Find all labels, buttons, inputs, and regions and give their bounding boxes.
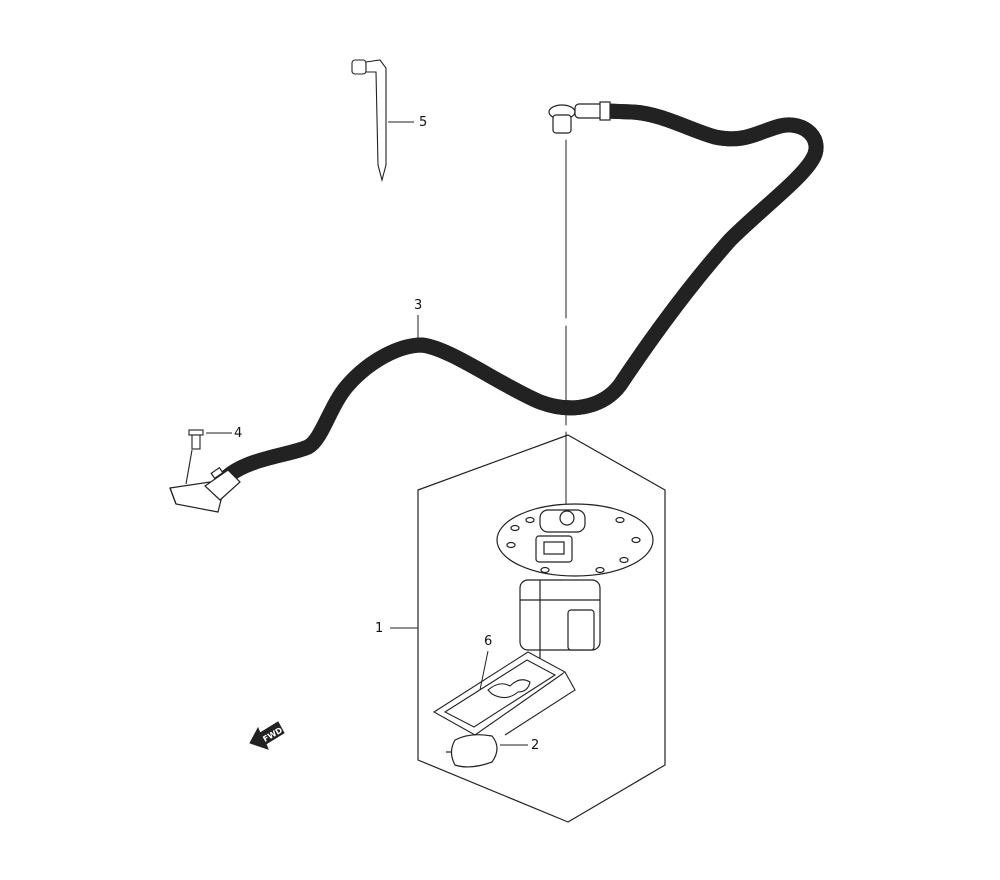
callout-6: 6 [484,634,493,649]
fuel-hose [220,103,816,484]
fwd-direction-icon: FWD [249,721,285,750]
callout-3: 3 [414,298,423,313]
callout-1: 1 [375,621,384,636]
bolt-part [185,429,204,485]
hose-connector-top [548,101,611,134]
callout-2: 2 [531,738,540,753]
callout-4: 4 [234,426,243,441]
assembly-boundary [417,434,666,823]
leader-lines [206,121,528,746]
callout-5: 5 [419,115,428,130]
filter-part [432,651,576,736]
float-part [446,734,498,768]
clip-part [351,59,387,183]
hose-connector-left [169,466,241,513]
fuel-pump [496,503,654,660]
